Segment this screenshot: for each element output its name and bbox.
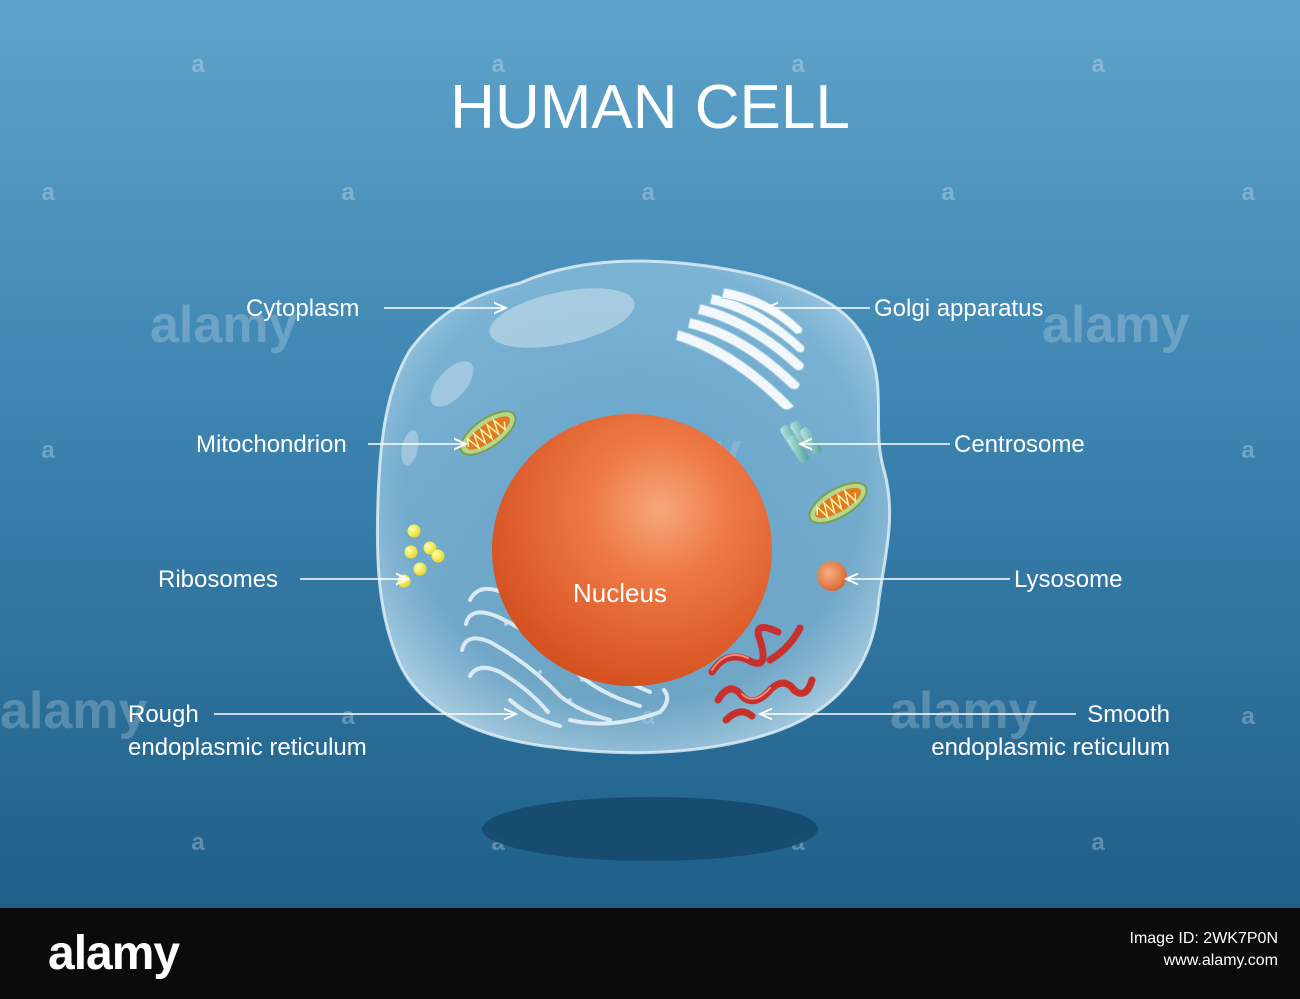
svg-text:a: a <box>191 51 205 78</box>
svg-text:a: a <box>41 437 55 464</box>
svg-text:a: a <box>641 179 655 206</box>
svg-text:a: a <box>1091 51 1105 78</box>
footer-image-info: Image ID: 2WK7P0N www.alamy.com <box>1130 928 1279 972</box>
nucleus <box>492 414 772 686</box>
footer-image-id: Image ID: 2WK7P0N <box>1130 928 1279 950</box>
label-centrosome: Centrosome <box>954 431 1085 458</box>
svg-text:a: a <box>941 179 955 206</box>
label-rough-er-line2: endoplasmic reticulum <box>128 734 367 761</box>
cell-diagram: a a a a a a a a a a a a a a a a a a alam… <box>0 0 1300 908</box>
svg-text:a: a <box>41 179 55 206</box>
svg-text:alamy: alamy <box>1042 296 1190 354</box>
svg-text:a: a <box>1091 829 1105 856</box>
label-golgi-apparatus: Golgi apparatus <box>874 295 1043 322</box>
svg-text:a: a <box>191 829 205 856</box>
lysosome <box>817 561 847 591</box>
label-ribosomes: Ribosomes <box>158 566 278 593</box>
label-smooth-er-line2: endoplasmic reticulum <box>931 734 1170 761</box>
cell-shadow <box>482 797 818 861</box>
svg-text:a: a <box>341 703 355 730</box>
svg-text:alamy: alamy <box>890 682 1038 740</box>
svg-text:a: a <box>1241 703 1255 730</box>
page-title: HUMAN CELL <box>450 73 850 142</box>
label-smooth-er-line1: Smooth <box>1087 701 1170 728</box>
svg-text:a: a <box>341 179 355 206</box>
label-mitochondrion: Mitochondrion <box>196 431 347 458</box>
svg-text:a: a <box>1241 437 1255 464</box>
svg-text:alamy: alamy <box>0 682 148 740</box>
footer-logo: alamy <box>48 926 179 981</box>
footer-site: www.alamy.com <box>1130 950 1279 972</box>
diagram-canvas: a a a a a a a a a a a a a a a a a a alam… <box>0 0 1300 908</box>
label-nucleus: Nucleus <box>573 578 667 608</box>
footer-bar: alamy Image ID: 2WK7P0N www.alamy.com <box>0 908 1300 999</box>
label-rough-er-line1: Rough <box>128 701 199 728</box>
label-lysosome: Lysosome <box>1014 566 1123 593</box>
label-cytoplasm: Cytoplasm <box>246 295 359 322</box>
svg-text:a: a <box>1241 179 1255 206</box>
